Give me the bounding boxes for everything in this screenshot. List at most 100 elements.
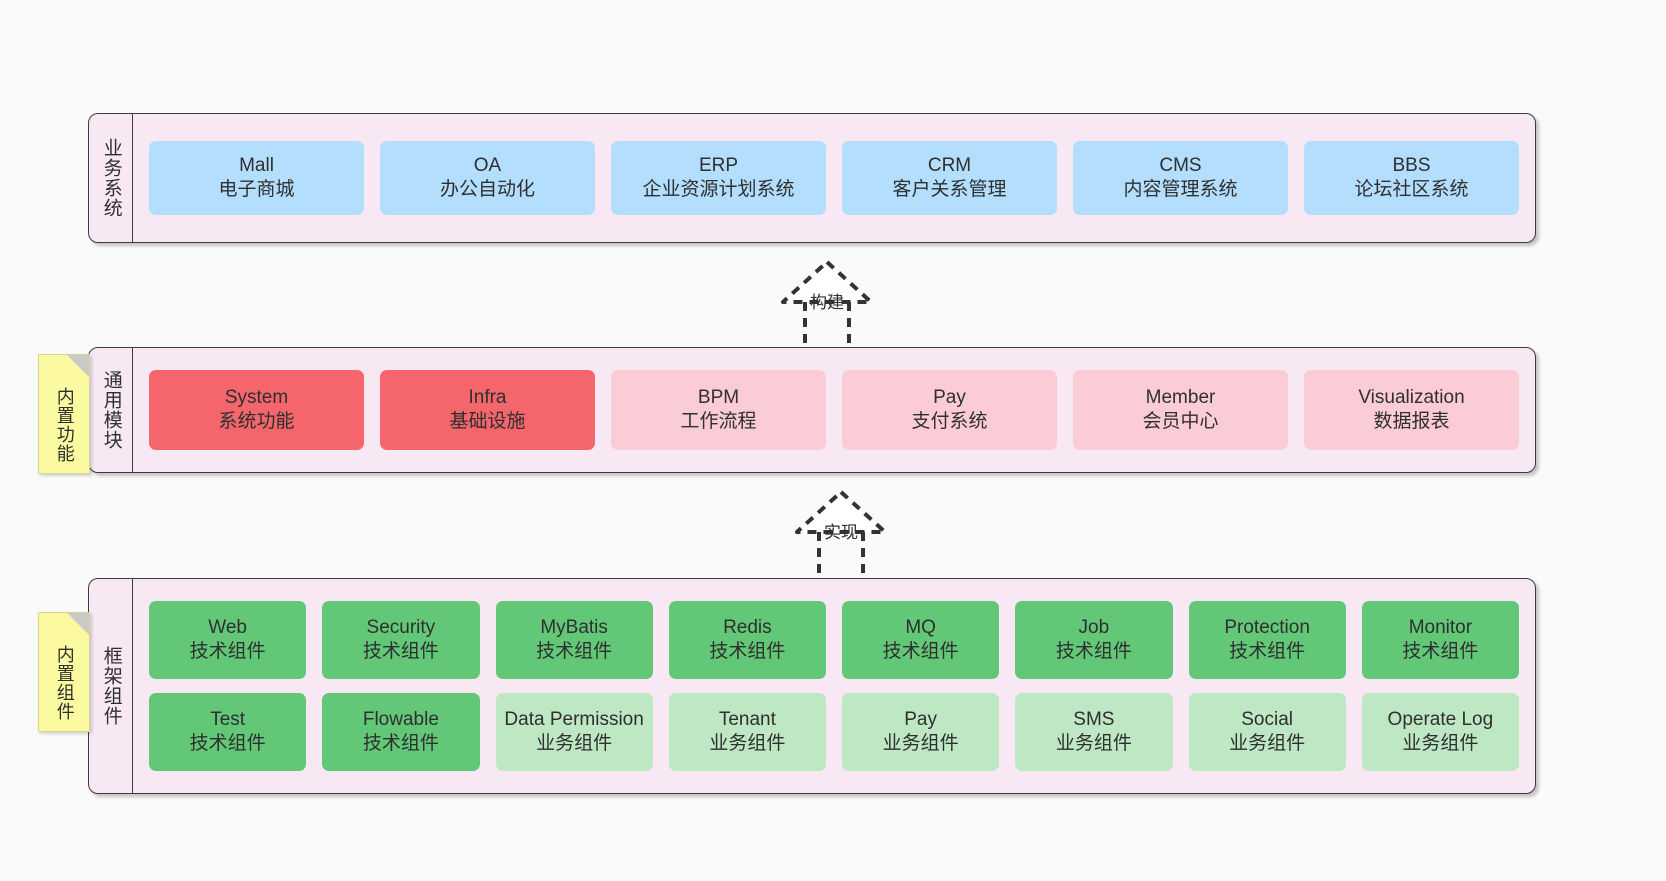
node-subtitle: 业务组件 [882,733,959,754]
node-subtitle: 技术组件 [1055,641,1132,662]
node-tenant[interactable]: Tenant 业务组件 [668,693,826,771]
node-pay-module[interactable]: Pay 支付系统 [842,370,1057,450]
node-title: MQ [905,617,936,639]
node-title: MyBatis [540,617,608,639]
node-subtitle: 业务组件 [1402,733,1479,754]
node-title: ERP [698,155,739,177]
node-erp[interactable]: ERP 企业资源计划系统 [611,141,826,215]
generalization-arrow-icon [781,260,873,344]
sticky-note-label: 内置功能 [54,387,75,463]
node-redis[interactable]: Redis 技术组件 [668,601,826,679]
node-subtitle: 基础设施 [449,411,526,432]
layer-framework-components: 框架组件 Web 技术组件 Security 技术组件 MyBatis 技术组件… [88,578,1536,794]
node-title: CMS [1159,155,1202,177]
node-title: Job [1078,617,1110,639]
node-subtitle: 业务组件 [1229,733,1306,754]
node-subtitle: 会员中心 [1142,411,1219,432]
node-title: Member [1145,387,1216,409]
connector-build: 构建 [757,258,897,344]
node-title: Data Permission [504,709,644,731]
node-title: Social [1241,709,1293,731]
node-cms[interactable]: CMS 内容管理系统 [1073,141,1288,215]
generalization-arrow-icon [795,490,887,574]
common-modules-row: System 系统功能 Infra 基础设施 BPM 工作流程 Pay 支付系统… [149,370,1519,450]
node-subtitle: 办公自动化 [439,179,535,200]
node-subtitle: 技术组件 [536,641,613,662]
node-subtitle: 内容管理系统 [1123,179,1238,200]
node-title: Web [208,617,247,639]
node-system[interactable]: System 系统功能 [149,370,364,450]
node-subtitle: 业务组件 [536,733,613,754]
node-data-permission[interactable]: Data Permission 业务组件 [495,693,653,771]
node-crm[interactable]: CRM 客户关系管理 [842,141,1057,215]
node-test[interactable]: Test 技术组件 [149,693,307,771]
node-title: Tenant [718,709,776,731]
node-subtitle: 数据报表 [1373,411,1450,432]
framework-row-business: Test 技术组件 Flowable 技术组件 Data Permission … [149,693,1519,771]
node-subtitle: 系统功能 [218,411,295,432]
node-job[interactable]: Job 技术组件 [1015,601,1173,679]
connector-implement-label: 实现 [824,523,858,542]
node-member[interactable]: Member 会员中心 [1073,370,1288,450]
connector-build-label: 构建 [810,293,844,312]
node-subtitle: 企业资源计划系统 [642,179,795,200]
business-systems-row: Mall 电子商城 OA 办公自动化 ERP 企业资源计划系统 CRM 客户关系… [149,141,1519,215]
node-subtitle: 论坛社区系统 [1354,179,1469,200]
node-title: Redis [723,617,772,639]
node-title: Pay [933,387,966,409]
node-title: BBS [1392,155,1431,177]
node-operate-log[interactable]: Operate Log 业务组件 [1361,693,1519,771]
sticky-note-label: 内置组件 [54,645,75,721]
node-subtitle: 技术组件 [1402,641,1479,662]
node-title: BPM [697,387,740,409]
node-subtitle: 支付系统 [911,411,988,432]
node-subtitle: 技术组件 [189,641,266,662]
sticky-fold-corner-icon [67,355,89,377]
node-title: SMS [1073,709,1115,731]
node-visualization[interactable]: Visualization 数据报表 [1304,370,1519,450]
node-subtitle: 技术组件 [709,641,786,662]
node-subtitle: 技术组件 [362,733,439,754]
node-mall[interactable]: Mall 电子商城 [149,141,364,215]
node-subtitle: 工作流程 [680,411,757,432]
node-title: Test [210,709,246,731]
layer-common-modules: 通用模块 System 系统功能 Infra 基础设施 BPM 工作流程 Pay… [88,347,1536,473]
node-subtitle: 技术组件 [362,641,439,662]
node-title: OA [473,155,502,177]
node-title: Infra [468,387,507,409]
node-subtitle: 技术组件 [882,641,959,662]
node-bpm[interactable]: BPM 工作流程 [611,370,826,450]
layer-title-business-systems: 业务系统 [89,114,133,242]
layer-business-systems: 业务系统 Mall 电子商城 OA 办公自动化 ERP 企业资源计划系统 CRM… [88,113,1536,243]
sticky-fold-corner-icon [67,613,89,635]
node-mybatis[interactable]: MyBatis 技术组件 [495,601,653,679]
node-pay-component[interactable]: Pay 业务组件 [842,693,1000,771]
node-oa[interactable]: OA 办公自动化 [380,141,595,215]
node-subtitle: 客户关系管理 [892,179,1007,200]
node-security[interactable]: Security 技术组件 [322,601,480,679]
node-protection[interactable]: Protection 技术组件 [1188,601,1346,679]
node-title: Operate Log [1387,709,1494,731]
node-sms[interactable]: SMS 业务组件 [1015,693,1173,771]
node-subtitle: 技术组件 [1229,641,1306,662]
sticky-note-builtin-features: 内置功能 [38,354,90,474]
node-mq[interactable]: MQ 技术组件 [842,601,1000,679]
node-title: Security [366,617,436,639]
node-monitor[interactable]: Monitor 技术组件 [1361,601,1519,679]
node-web[interactable]: Web 技术组件 [149,601,307,679]
node-flowable[interactable]: Flowable 技术组件 [322,693,480,771]
node-infra[interactable]: Infra 基础设施 [380,370,595,450]
node-title: Visualization [1358,387,1465,409]
connector-implement: 实现 [771,488,911,574]
node-social[interactable]: Social 业务组件 [1188,693,1346,771]
layer-title-common-modules: 通用模块 [89,348,133,472]
layer-body-common-modules: System 系统功能 Infra 基础设施 BPM 工作流程 Pay 支付系统… [133,348,1535,472]
layer-title-framework-components: 框架组件 [89,579,133,793]
node-subtitle: 技术组件 [189,733,266,754]
node-title: Mall [239,155,274,177]
node-title: CRM [927,155,972,177]
node-title: System [224,387,289,409]
node-title: Monitor [1408,617,1473,639]
node-bbs[interactable]: BBS 论坛社区系统 [1304,141,1519,215]
node-title: Protection [1224,617,1310,639]
